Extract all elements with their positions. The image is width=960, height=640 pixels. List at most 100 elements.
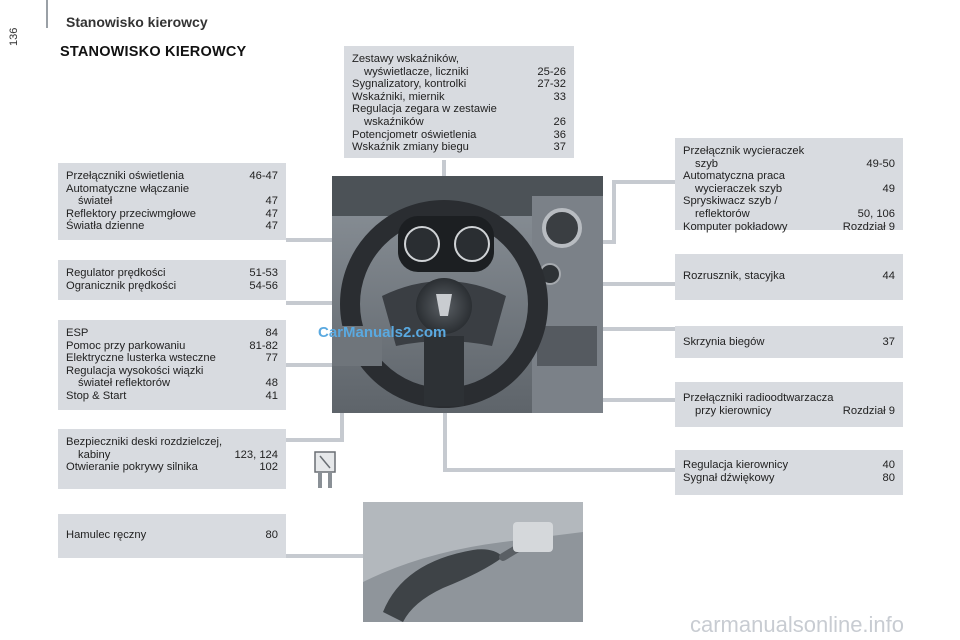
fuse-icon: [314, 451, 336, 488]
watermark-carmanuals: CarManuals2.com: [318, 324, 447, 341]
index-page-ref: [270, 183, 278, 196]
index-row: Otwieranie pokrywy silnika 102: [66, 461, 278, 474]
index-page-ref: 84: [265, 327, 278, 339]
index-page-ref: 50, 106: [857, 207, 895, 220]
index-page-ref: 27-32: [537, 78, 566, 91]
index-label: Stop & Start: [66, 389, 127, 402]
index-page-ref: [558, 103, 566, 116]
index-page-ref: 46-47: [249, 170, 278, 182]
index-label: Skrzynia biegów: [683, 336, 765, 348]
index-label: Przełączniki radioodtwarzacza: [683, 392, 834, 404]
box-gearbox: Skrzynia biegów 37: [675, 326, 903, 358]
index-label: Sygnał dźwiękowy: [683, 471, 775, 484]
index-page-ref: 48: [265, 377, 278, 390]
index-label: Reflektory przeciwmgłowe: [66, 207, 196, 220]
index-label: Elektryczne lusterka wsteczne: [66, 352, 216, 365]
index-label: Automatyczne włączanie: [66, 182, 190, 195]
index-label: Przełączniki oświetlenia: [66, 170, 185, 182]
index-label: Bezpieczniki deski rozdzielczej,: [66, 436, 223, 448]
index-label: Regulator prędkości: [66, 267, 166, 279]
index-label: Ogranicznik prędkości: [66, 279, 177, 292]
index-page-ref: 123, 124: [234, 448, 278, 461]
index-label: Otwieranie pokrywy silnika: [66, 461, 198, 474]
index-label: Potencjometr oświetlenia: [352, 128, 477, 141]
index-row: Automatyczne włączanie: [66, 183, 278, 196]
index-row: Zestawy wskaźników,: [352, 53, 566, 66]
index-label: Wskaźnik zmiany biegu: [352, 141, 469, 154]
index-label: Regulacja wysokości wiązki: [66, 364, 204, 377]
index-row: Przełącznik wycieraczek: [683, 145, 895, 158]
page-number: 136: [8, 27, 20, 46]
index-row: Światła dzienne 47: [66, 220, 278, 233]
index-page-ref: 40: [882, 459, 895, 471]
index-page-ref: [270, 365, 278, 378]
index-row: Sygnalizatory, kontrolki 27-32: [352, 78, 566, 91]
index-label: Sygnalizatory, kontrolki: [352, 78, 467, 91]
handbrake-photo: [363, 502, 583, 622]
dashboard-photo: [332, 176, 603, 413]
index-page-ref: 102: [259, 461, 278, 474]
box-handbrake: Hamulec ręczny 80: [58, 514, 286, 558]
index-label: Regulacja kierownicy: [683, 459, 789, 471]
index-row: Rozrusznik, stacyjka 44: [683, 270, 895, 283]
index-label: Regulacja zegara w zestawie: [352, 103, 497, 116]
index-page-ref: 80: [882, 471, 895, 484]
index-page-ref: [887, 195, 895, 208]
index-row: reflektorów 50, 106: [683, 208, 895, 221]
box-ignition: Rozrusznik, stacyjka 44: [675, 254, 903, 300]
index-row: Spryskiwacz szyb /: [683, 195, 895, 208]
index-row: Regulacja wysokości wiązki: [66, 365, 278, 378]
index-label: wyświetlacze, liczniki: [364, 65, 469, 78]
index-label: wycieraczek szyb: [695, 182, 783, 195]
index-page-ref: [887, 145, 895, 158]
section-title: Stanowisko kierowcy: [66, 14, 208, 30]
index-row: Automatyczna praca: [683, 170, 895, 183]
index-row: Przełączniki radioodtwarzacza: [683, 392, 895, 405]
index-page-ref: 80: [265, 529, 278, 541]
index-page-ref: 44: [882, 270, 895, 282]
index-row: Skrzynia biegów 37: [683, 336, 895, 349]
index-row: Regulacja kierownicy 40: [683, 459, 895, 472]
index-label: Przełącznik wycieraczek: [683, 145, 805, 157]
index-row: Ogranicznik prędkości 54-56: [66, 280, 278, 293]
index-label: Hamulec ręczny: [66, 529, 147, 541]
index-label: reflektorów: [695, 207, 750, 220]
index-page-ref: 33: [553, 90, 566, 103]
index-row: Sygnał dźwiękowy 80: [683, 472, 895, 485]
index-label: Rozrusznik, stacyjka: [683, 270, 785, 282]
index-page-ref: 37: [882, 336, 895, 348]
index-page-ref: 54-56: [249, 279, 278, 292]
index-label: świateł: [78, 195, 113, 208]
index-row: Komputer pokładowy Rozdział 9: [683, 221, 895, 234]
index-row: Przełączniki oświetlenia 46-47: [66, 170, 278, 183]
index-label: Komputer pokładowy: [683, 220, 788, 233]
index-label: Światła dzienne: [66, 220, 145, 233]
page-heading: STANOWISKO KIEROWCY: [60, 44, 247, 60]
index-page-ref: [887, 392, 895, 405]
index-page-ref: Rozdział 9: [842, 220, 895, 233]
index-label: Automatyczna praca: [683, 170, 785, 183]
watermark-carmanualsonline: carmanualsonline.info: [690, 612, 905, 637]
index-label: przy kierownicy: [695, 404, 772, 417]
index-page-ref: 47: [265, 220, 278, 233]
index-page-ref: 49-50: [866, 157, 895, 170]
